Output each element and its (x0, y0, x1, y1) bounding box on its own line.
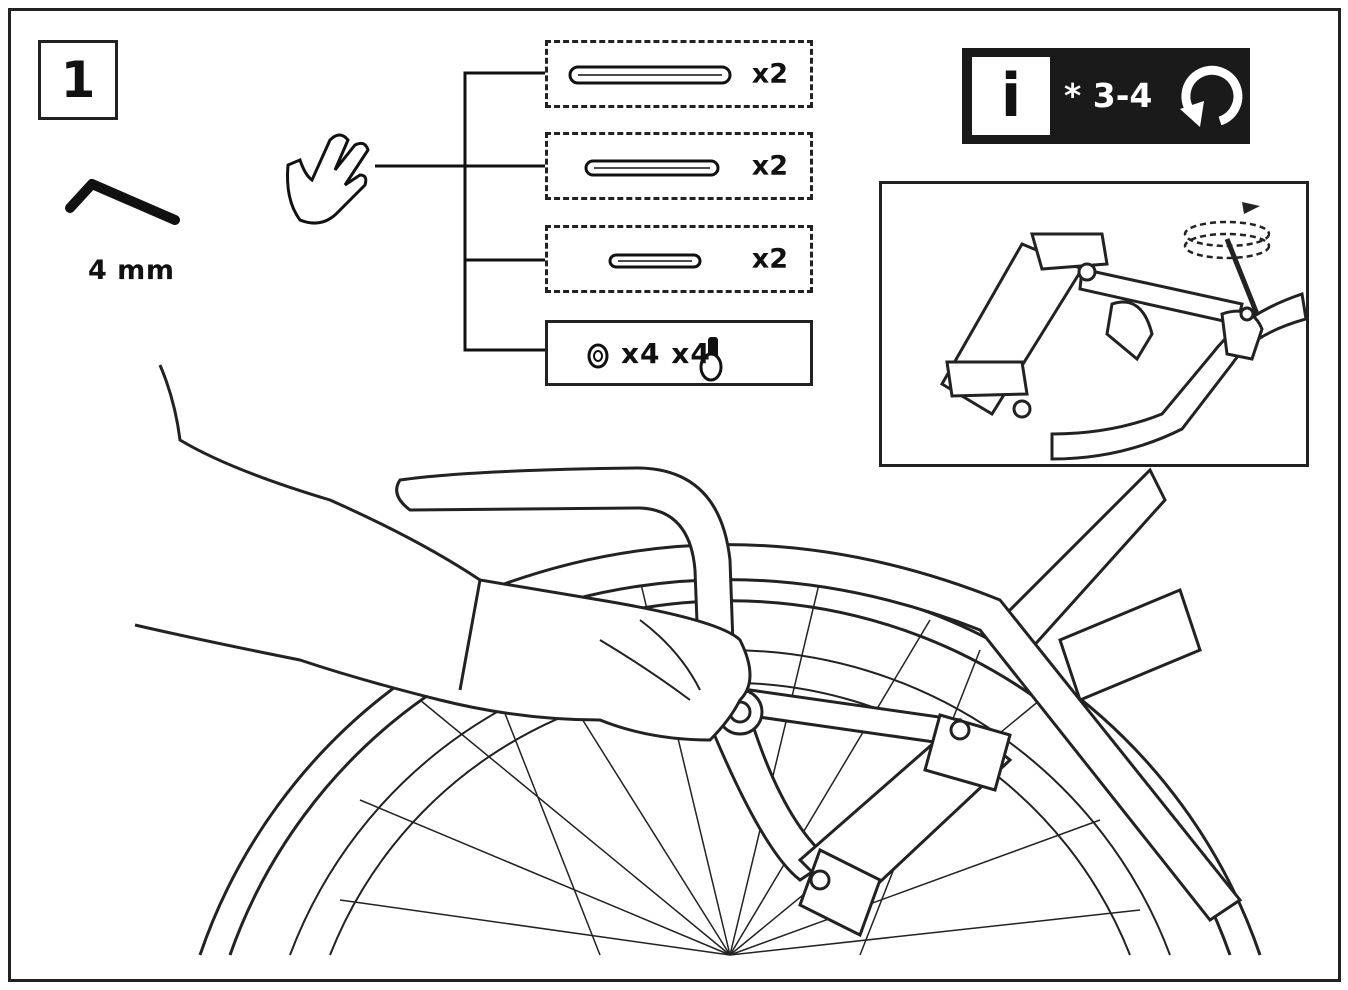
detail-illustration (939, 202, 1306, 461)
part-medium-strap: x2 (545, 132, 813, 200)
hardware-quantity: x4 x4 (621, 337, 711, 370)
info-rotations-text: * 3-4 (1064, 76, 1153, 115)
info-icon: i (972, 57, 1050, 135)
mudguard (417, 543, 1243, 923)
hand-and-arm (134, 364, 752, 742)
step-number: 1 (38, 40, 118, 120)
rotation-arrow-icon (1183, 220, 1271, 260)
short-strap-icon (608, 253, 702, 269)
part-quantity: x2 (751, 150, 788, 182)
page-frame (8, 8, 1341, 982)
part-short-strap: x2 (545, 225, 813, 293)
long-strap-icon (568, 65, 732, 85)
info-badge: i * 3-4 (962, 48, 1250, 144)
bolt-icon (699, 337, 723, 382)
rack-clamp (797, 713, 1013, 938)
detail-inset (879, 181, 1309, 467)
part-quantity: x2 (751, 58, 788, 90)
part-quantity: x2 (751, 243, 788, 275)
medium-strap-icon (584, 159, 720, 177)
part-long-strap: x2 (545, 40, 813, 108)
part-hardware: x4 x4 (545, 320, 813, 386)
nut-icon (587, 343, 609, 369)
hardware-icons (587, 337, 723, 382)
tool-size-label: 4 mm (88, 255, 175, 286)
rotate-icon (1180, 65, 1243, 127)
bicycle-frame (997, 467, 1202, 703)
